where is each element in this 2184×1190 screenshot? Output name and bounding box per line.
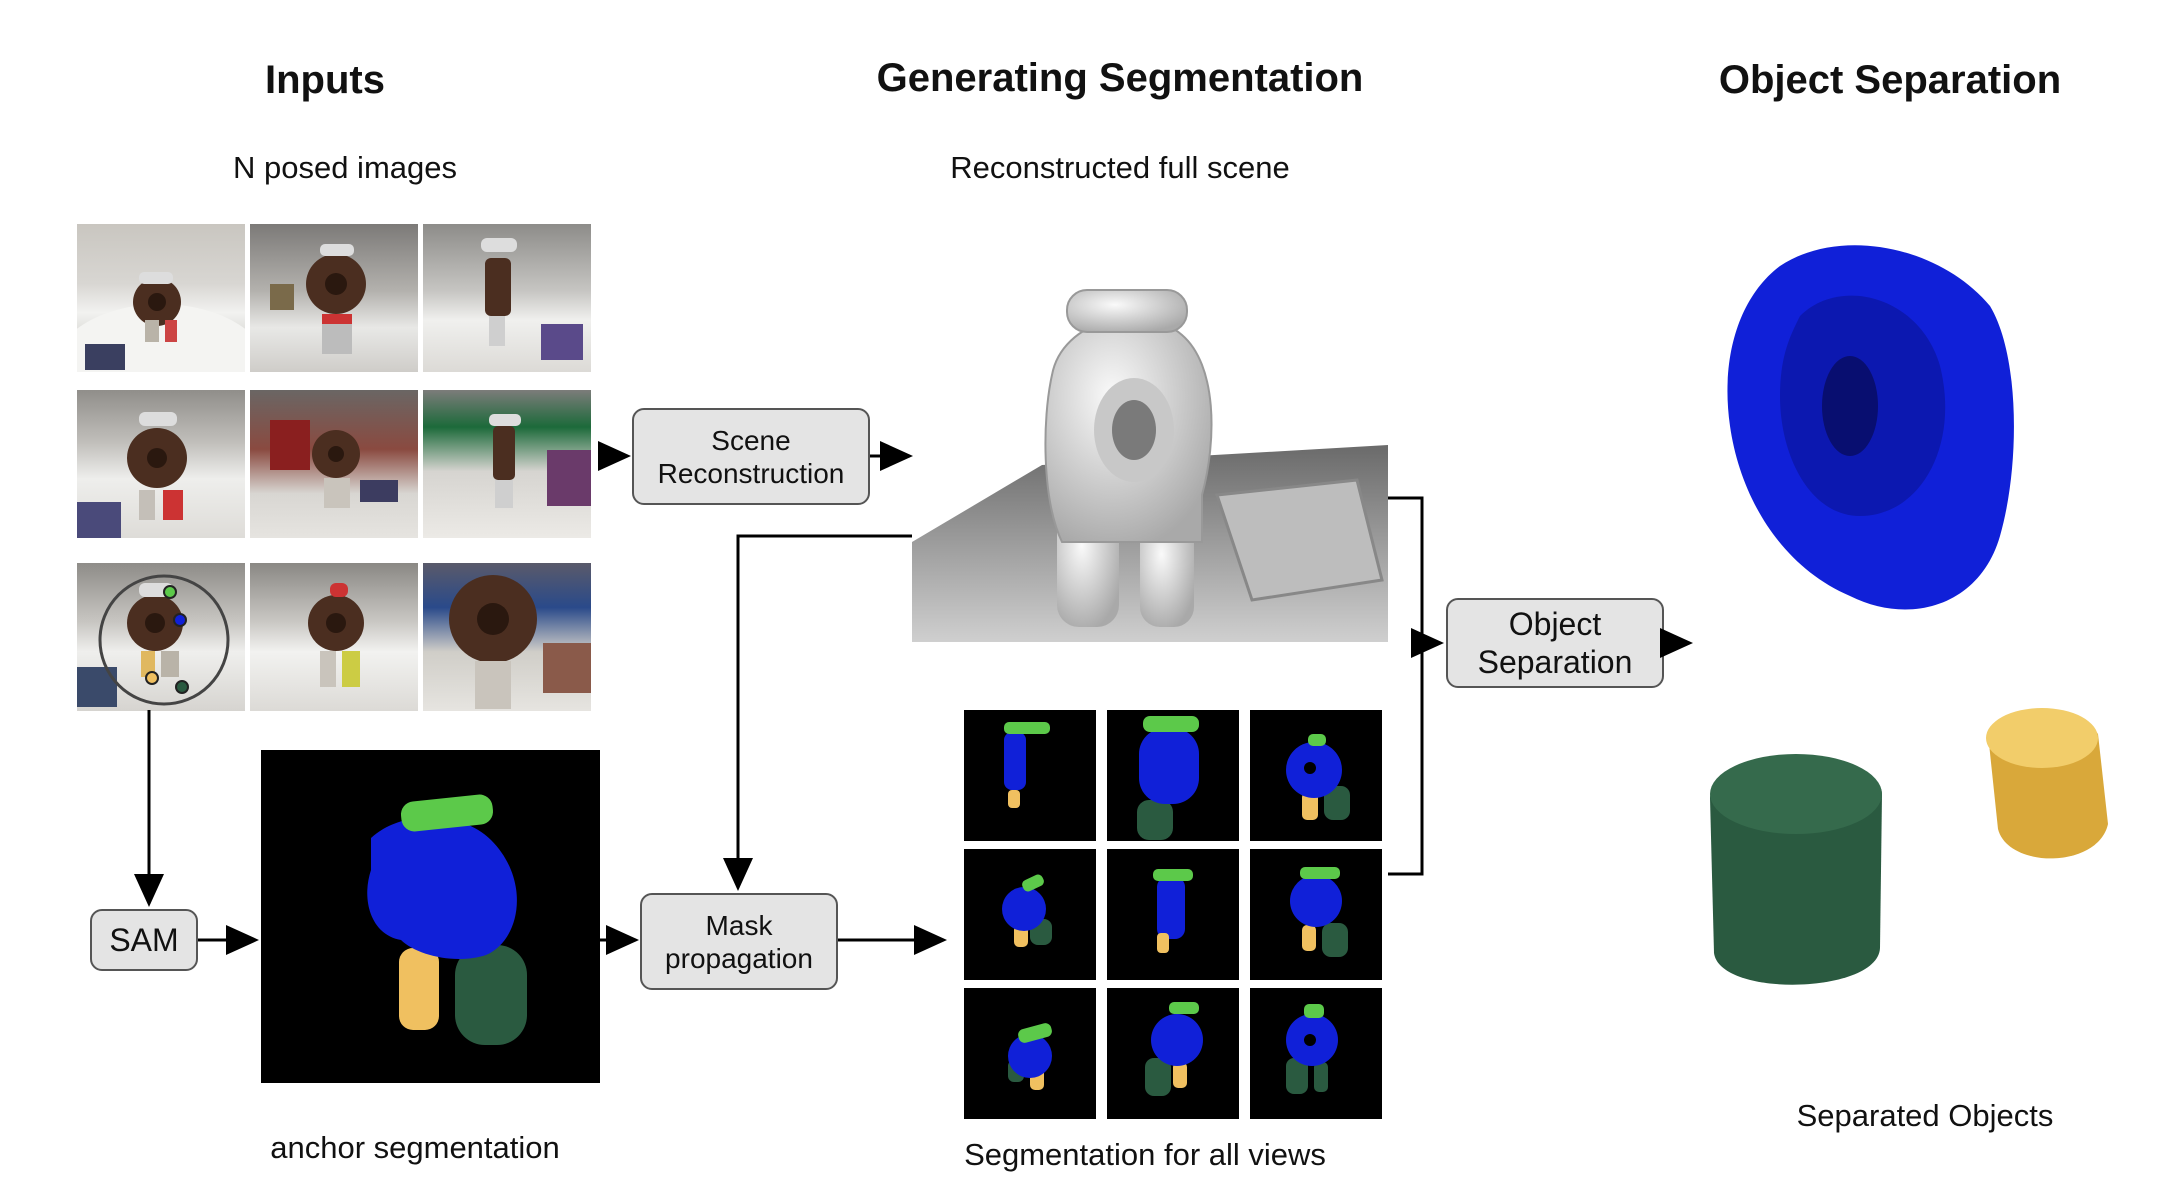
separated-yellow-object — [1968, 704, 2112, 864]
anchor-segmentation-image — [261, 750, 600, 1083]
segmentation-view — [964, 710, 1096, 841]
input-image — [250, 390, 418, 538]
sam-box: SAM — [90, 909, 198, 971]
blue-segment — [367, 817, 517, 960]
caption-anchor-segmentation: anchor segmentation — [270, 1130, 560, 1165]
bracket-scene-views — [1388, 496, 1424, 876]
caption-segmentation-all-views: Segmentation for all views — [964, 1137, 1326, 1172]
input-image — [250, 563, 418, 711]
reconstructed-scene-image — [912, 280, 1388, 642]
heading-object-separation: Object Separation — [1718, 58, 2062, 102]
scene-reconstruction-box: Scene Reconstruction — [632, 408, 870, 505]
heading-inputs: Inputs — [265, 58, 385, 102]
object-separation-box: Object Separation — [1446, 598, 1664, 688]
separated-dark-green-object — [1700, 748, 1890, 994]
segmentation-view — [1250, 710, 1382, 841]
caption-separated-objects: Separated Objects — [1796, 1098, 2054, 1133]
caption-posed-images: N posed images — [232, 150, 457, 185]
segmentation-view — [1250, 849, 1382, 980]
segmentation-view — [1107, 988, 1239, 1119]
segmentation-view — [1107, 849, 1239, 980]
input-image — [423, 563, 591, 711]
separated-blue-object — [1720, 236, 2020, 616]
mask-propagation-box: Mask propagation — [640, 893, 838, 990]
yellow-segment — [399, 948, 439, 1030]
input-image — [77, 390, 245, 538]
dark-green-segment — [455, 945, 527, 1045]
arrow-scene-to-propagation — [723, 534, 912, 891]
segmentation-view — [1250, 988, 1382, 1119]
green-segment — [400, 794, 494, 832]
input-image — [250, 224, 418, 372]
segmentation-view — [1107, 710, 1239, 841]
caption-reconstructed-scene: Reconstructed full scene — [950, 150, 1290, 185]
input-image — [423, 224, 591, 372]
input-image — [77, 224, 245, 372]
heading-generating-segmentation: Generating Segmentation — [876, 56, 1364, 100]
segmentation-view — [964, 849, 1096, 980]
input-image — [423, 390, 591, 538]
input-image-anchor — [77, 563, 245, 711]
segmentation-view — [964, 988, 1096, 1119]
